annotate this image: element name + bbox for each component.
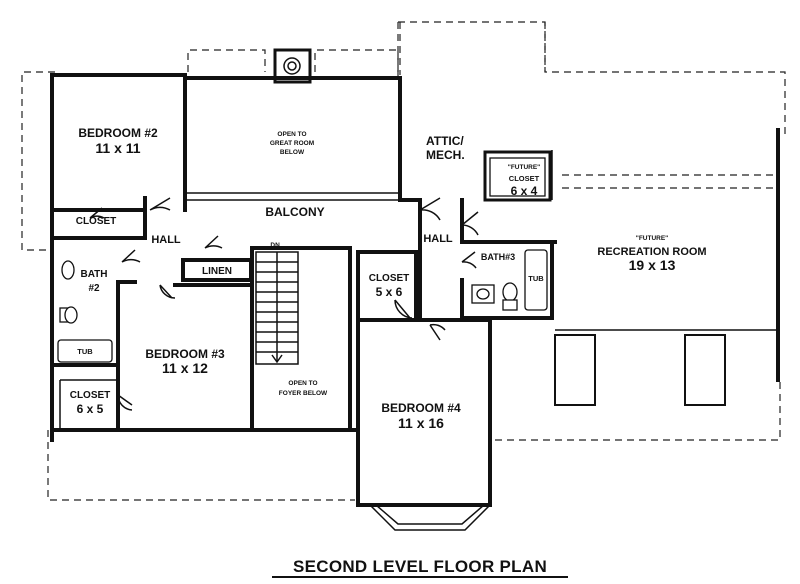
open-great-line3: BELOW xyxy=(280,149,305,156)
bedroom3-name: BEDROOM #3 xyxy=(145,347,225,361)
fixtures xyxy=(57,157,548,363)
walls xyxy=(50,73,780,531)
closet-b2-name: CLOSET xyxy=(76,216,117,227)
bedroom4-name: BEDROOM #4 xyxy=(381,401,461,415)
bath2-name: BATH xyxy=(80,269,107,280)
plan-title-group: SECOND LEVEL FLOOR PLAN xyxy=(272,557,568,578)
plan-title: SECOND LEVEL FLOOR PLAN xyxy=(293,557,547,576)
future-closet-size: 6 x 4 xyxy=(511,184,538,198)
tub-left-icon xyxy=(57,339,113,363)
open-foyer-line1: OPEN TO xyxy=(288,380,317,387)
open-foyer-line2: FOYER BELOW xyxy=(279,390,328,397)
hall-right-name: HALL xyxy=(423,233,453,245)
recreation-tag: "FUTURE" xyxy=(636,235,669,242)
tub-left-label: TUB xyxy=(77,347,93,356)
balcony-name: BALCONY xyxy=(265,205,324,219)
closet-b4-size: 5 x 6 xyxy=(376,285,403,299)
bedroom3-size: 11 x 12 xyxy=(162,360,208,376)
closet-b4-name: CLOSET xyxy=(369,273,410,284)
tub-right-icon xyxy=(524,249,548,311)
hall-left-name: HALL xyxy=(151,234,181,246)
chimney xyxy=(273,48,312,84)
toilet-right-icon xyxy=(502,282,518,302)
attic-line2: MECH. xyxy=(426,148,465,162)
linen-name: LINEN xyxy=(202,266,232,277)
bedroom2-size: 11 x 11 xyxy=(95,140,140,156)
future-closet-tag: "FUTURE" xyxy=(508,164,541,171)
recreation-name: RECREATION ROOM xyxy=(597,246,706,258)
closet-b3-size: 6 x 5 xyxy=(77,402,104,416)
open-great-line1: OPEN TO xyxy=(277,131,306,138)
dn-label: DN. xyxy=(270,242,281,249)
bedroom2-name: BEDROOM #2 xyxy=(78,126,158,140)
sink-icon xyxy=(61,260,75,280)
open-great-line2: GREAT ROOM xyxy=(270,140,314,147)
doors xyxy=(89,197,479,411)
bath3-name: BATH#3 xyxy=(481,252,515,262)
tub-right-label: TUB xyxy=(528,274,544,283)
bedroom4-size: 11 x 16 xyxy=(398,415,444,431)
closet-b3-name: CLOSET xyxy=(70,390,111,401)
staircase xyxy=(255,251,299,365)
bath2-num: #2 xyxy=(88,283,100,294)
room-labels: BEDROOM #2 11 x 11 OPEN TO GREAT ROOM BE… xyxy=(70,126,707,431)
recreation-size: 19 x 13 xyxy=(629,257,676,273)
future-closet-name: CLOSET xyxy=(509,174,540,183)
attic-line1: ATTIC/ xyxy=(426,134,464,148)
roof-outline xyxy=(21,21,786,501)
